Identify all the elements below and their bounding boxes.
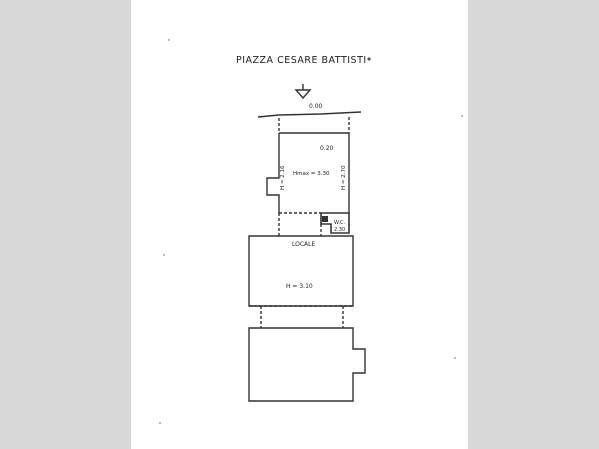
front-room-height-label: Hmax = 3.30 — [293, 171, 330, 177]
room-label: LOCALE — [292, 241, 315, 248]
step-level-label: 0.20 — [320, 145, 334, 152]
right-wall-height-label: H = 2.70 — [341, 165, 347, 190]
portico-dashed — [278, 117, 350, 133]
back-room-outline — [248, 327, 366, 402]
main-room-outline — [248, 235, 354, 307]
room-height-label: H = 3.10 — [286, 283, 313, 290]
corridor-dashed — [278, 213, 322, 236]
scan-speck — [461, 115, 463, 117]
scan-speck — [454, 357, 456, 359]
scan-speck — [367, 57, 371, 61]
wc-label: W.C. — [334, 220, 345, 226]
wc-fixture — [322, 216, 328, 222]
wc-height-label: 2.30 — [334, 227, 345, 233]
entrance-level-label: 0.00 — [309, 103, 323, 110]
street-line — [257, 111, 362, 118]
scan-speck — [163, 254, 165, 256]
floor-plan-drawing: PIAZZA CESARE BATTISTI 0.00 0.20 Hmax = … — [159, 39, 463, 424]
passage-dashed — [260, 306, 344, 328]
scan-speck — [168, 39, 170, 41]
street-name-label: PIAZZA CESARE BATTISTI — [236, 55, 367, 66]
left-wall-height-label: H = 2.16 — [280, 165, 286, 190]
floor-plan-sheet: PIAZZA CESARE BATTISTI 0.00 0.20 Hmax = … — [131, 0, 468, 449]
scan-speck — [159, 422, 161, 424]
entrance-arrow-icon — [294, 84, 312, 100]
front-room-outline — [266, 132, 350, 213]
